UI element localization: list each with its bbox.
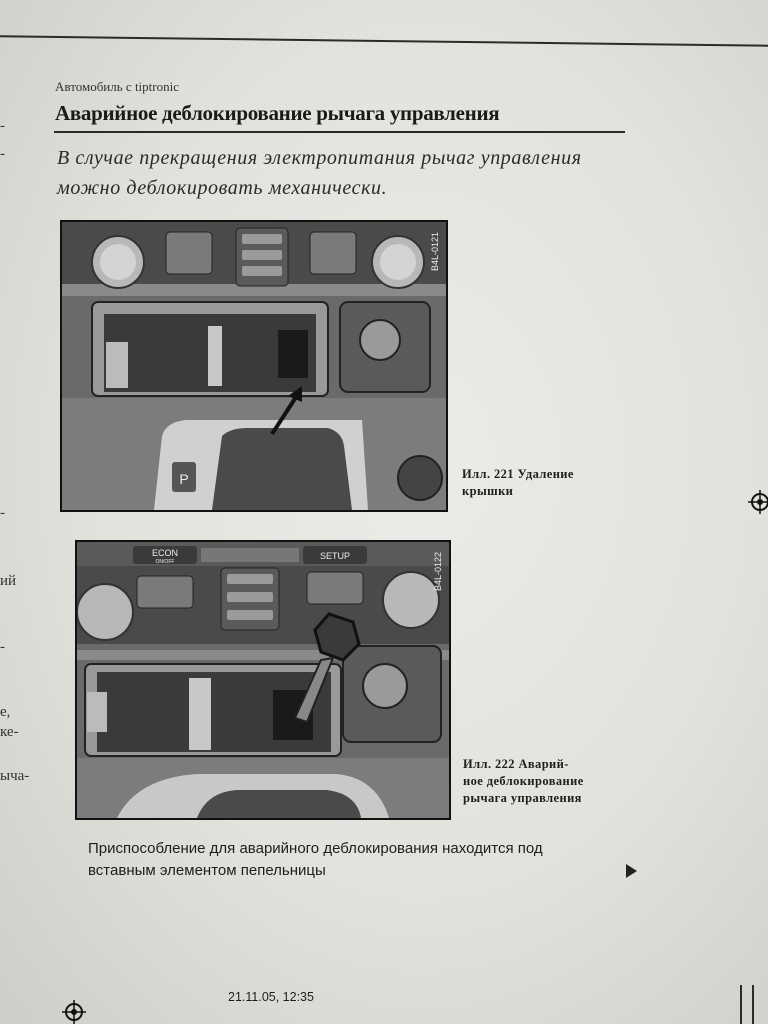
- figure-code: B4L-0122: [433, 552, 443, 592]
- figure-222-photo: ECON ON/OFF SETUP B4L-0122: [75, 540, 451, 820]
- caption-line: крышки: [462, 484, 514, 498]
- margin-fragment: ыча-: [0, 768, 30, 784]
- arrow-head-icon: [288, 386, 302, 402]
- margin-fragment: -: [0, 639, 5, 655]
- caption-line: рычага управления: [463, 791, 582, 805]
- p-button-label: P: [179, 471, 188, 487]
- figure-222-caption: Илл. 222 Аварий- ное деблокирование рыча…: [463, 756, 584, 807]
- figure-221-caption: Илл. 221 Удаление крышки: [462, 466, 574, 500]
- registration-mark-icon: [748, 490, 768, 514]
- console-photo-1: P: [62, 222, 446, 510]
- figure-221-photo: P B4L-0121: [60, 220, 448, 512]
- top-rule: [0, 35, 768, 47]
- footer-timestamp: 21.11.05, 12:35: [228, 990, 314, 1004]
- title-underline: [54, 131, 625, 133]
- margin-fragment: -: [0, 505, 5, 521]
- margin-fragment: -: [0, 146, 5, 162]
- body-line: вставным элементом пепельницы: [88, 862, 326, 879]
- setup-button-label: SETUP: [320, 551, 350, 561]
- econ-button-label: ECON: [152, 548, 178, 558]
- margin-fragment: е,: [0, 704, 11, 720]
- section-label: Автомобиль с tiptronic: [55, 79, 179, 94]
- caption-line: ное деблокирование: [463, 774, 584, 788]
- body-line: Приспособление для аварийного деблокиров…: [88, 840, 543, 857]
- margin-fragment: ке-: [0, 724, 19, 740]
- registration-mark-icon: [62, 1000, 86, 1024]
- figure-code: B4L-0121: [430, 232, 440, 272]
- econ-button-sub: ON/OFF: [156, 559, 175, 565]
- lead-paragraph: В случае прекращения электропитания рыча…: [57, 147, 582, 199]
- console-photo-2: ECON ON/OFF SETUP: [77, 542, 449, 818]
- body-paragraph: Приспособление для аварийного деблокиров…: [88, 838, 618, 882]
- arrow-indicator: [270, 392, 300, 436]
- corner-crop-mark: [740, 985, 742, 1024]
- continue-arrow-icon: [626, 864, 637, 878]
- caption-line: Илл. 221 Удаление: [462, 467, 574, 481]
- caption-line: Илл. 222 Аварий-: [463, 757, 569, 771]
- margin-fragment: ий: [0, 573, 17, 589]
- corner-crop-mark: [752, 985, 754, 1024]
- margin-fragment: -: [0, 118, 5, 134]
- page-title: Аварийное деблокирование рычага управлен…: [55, 101, 500, 125]
